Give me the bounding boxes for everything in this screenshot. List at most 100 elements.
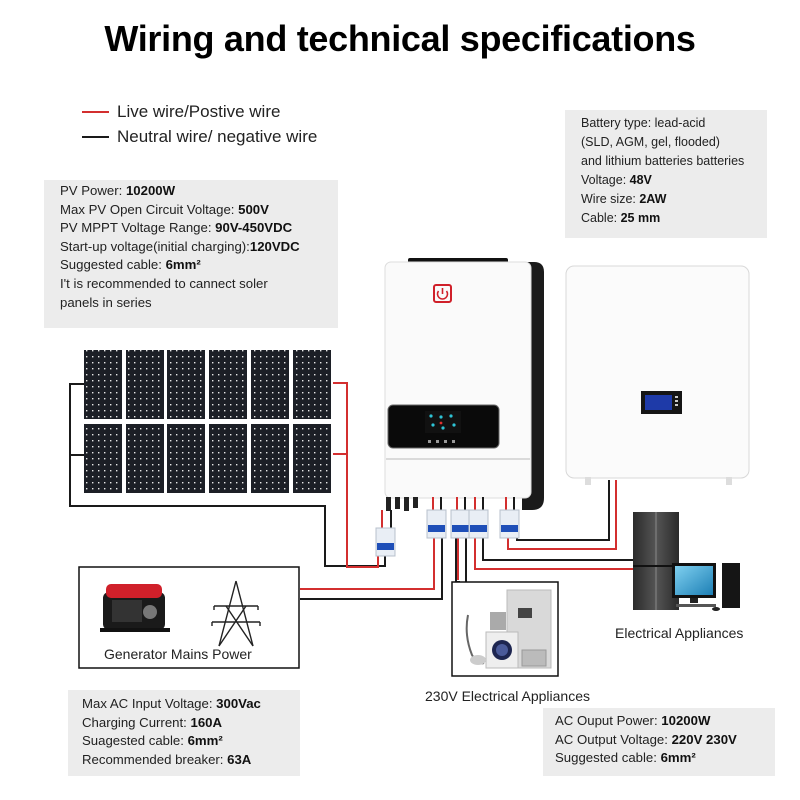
spec-value: 120VDC <box>249 238 300 254</box>
spec-value: 90V-450VDC <box>215 220 293 236</box>
battery-body <box>565 265 750 479</box>
spec-label: Voltage: <box>581 173 630 187</box>
spec-value: 6mm² <box>165 257 201 273</box>
ac-output-spec-line: AC Ouput Power: 10200W <box>555 712 775 731</box>
generator-icon <box>100 584 170 632</box>
ac-input-spec-line: Recommended breaker: 63A <box>82 751 300 770</box>
solar-panel <box>209 350 247 419</box>
legend-label: Live wire/Postive wire <box>117 102 281 121</box>
spec-label: PV MPPT Voltage Range: <box>60 220 216 236</box>
spec-label: Battery type: lead-acid <box>581 116 706 130</box>
appliances-230v-box <box>451 581 559 677</box>
legend-neutral-wire: Neutral wire/ negative wire <box>82 127 317 147</box>
circuit-breaker-icon <box>375 527 396 557</box>
spec-value: 6mm² <box>187 733 223 749</box>
lcd-indicators <box>429 414 456 430</box>
transmission-tower-icon <box>211 580 261 647</box>
pv-spec-line: PV Power: 10200W <box>60 182 338 201</box>
circuit-breaker-icon <box>450 509 471 539</box>
inverter-lcd-screen <box>425 411 461 433</box>
pv-spec-line: PV MPPT Voltage Range: 90V-450VDC <box>60 219 338 238</box>
battery-spec-line: Voltage: 48V <box>581 171 767 190</box>
spec-label: AC Ouput Power: <box>555 713 662 728</box>
ac-input-spec-line: Charging Current: 160A <box>82 714 300 733</box>
spec-value: 300Vac <box>216 696 261 711</box>
solar-panel <box>251 424 289 493</box>
spec-label: panels in series <box>60 294 152 310</box>
spec-label: Wire size: <box>581 192 640 206</box>
ac-output-spec-line: AC Output Voltage: 220V 230V <box>555 731 775 750</box>
ac-input-spec-line: Suagested cable: 6mm² <box>82 732 300 751</box>
spec-label: Max AC Input Voltage: <box>82 696 217 711</box>
pv-spec-line: panels in series <box>60 294 338 313</box>
spec-label: (SLD, AGM, gel, flooded) <box>581 135 720 149</box>
spec-label: AC Output Voltage: <box>555 731 672 747</box>
circuit-breakers <box>375 509 520 557</box>
spec-label: Charging Current: <box>82 714 191 730</box>
battery-positive-wire <box>507 480 617 550</box>
appliances-230v-caption: 230V Electrical Appliances <box>425 688 590 704</box>
spec-label: Max PV Open Circuit Voltage: <box>60 201 239 217</box>
solar-panel <box>167 424 205 493</box>
solar-panel <box>126 424 164 493</box>
circuit-breaker-icon <box>468 509 489 539</box>
spec-value: 48V <box>629 173 652 187</box>
legend-label: Neutral wire/ negative wire <box>117 127 318 146</box>
solar-panel <box>293 350 331 419</box>
spec-value: 6mm² <box>660 750 696 766</box>
pv-negative-wire <box>69 383 386 567</box>
spec-label: Start-up voltage(initial charging): <box>60 238 250 254</box>
home-appliances-icon <box>465 589 552 669</box>
ac-output-spec-line: Suggested cable: 6mm² <box>555 749 775 768</box>
electrical-appliances <box>633 512 740 611</box>
solar-array <box>84 350 331 493</box>
spec-label: I't is recommended to cannect soler <box>60 275 268 291</box>
spec-value: 63A <box>227 751 252 767</box>
appliances-caption: Electrical Appliances <box>615 625 744 641</box>
battery-spec-line: Cable: 25 mm <box>581 209 767 228</box>
spec-label: PV Power: <box>60 183 126 198</box>
battery-specs-box: Battery type: lead-acid (SLD, AGM, gel, … <box>565 110 767 238</box>
spec-label: Suggested cable: <box>60 257 166 273</box>
battery <box>565 265 750 485</box>
inverter-body <box>384 261 532 499</box>
inverter-buttons <box>428 440 455 443</box>
legend-live-wire: Live wire/Postive wire <box>82 102 280 122</box>
solar-panel <box>209 424 247 493</box>
battery-spec-line: (SLD, AGM, gel, flooded) <box>581 133 767 152</box>
spec-value: 2AW <box>639 192 667 206</box>
solar-panel <box>251 350 289 419</box>
circuit-breaker-icon <box>426 509 447 539</box>
solar-panel <box>84 350 122 419</box>
mouse-icon <box>712 607 720 611</box>
solar-panel <box>293 424 331 493</box>
spec-label: and lithium batteries batteries <box>581 154 745 168</box>
spec-value: 25 mm <box>620 211 661 225</box>
pv-spec-line: I't is recommended to cannect soler <box>60 275 338 294</box>
inverter <box>384 258 544 511</box>
spec-label: Suggested cable: <box>555 750 661 766</box>
computer-monitor-icon <box>672 563 716 607</box>
pv-connectors <box>386 497 418 511</box>
spec-value: 220V 230V <box>671 731 737 747</box>
pv-spec-line: Suggested cable: 6mm² <box>60 256 338 275</box>
spec-label: Suagested cable: <box>82 733 188 749</box>
spec-label: Recommended breaker: <box>82 751 228 767</box>
page-title: Wiring and technical specifications <box>104 18 696 59</box>
solar-panel <box>126 350 164 419</box>
ac-input-spec-line: Max AC Input Voltage: 300Vac <box>82 695 300 714</box>
neutral-wire-swatch <box>82 136 109 138</box>
battery-spec-line: and lithium batteries batteries <box>581 152 767 171</box>
computer-tower-icon <box>722 563 740 608</box>
solar-panel <box>84 424 122 493</box>
solar-panel <box>167 350 205 419</box>
spec-value: 10200W <box>125 183 176 198</box>
battery-spec-line: Wire size: 2AW <box>581 190 767 209</box>
generator-mains-box <box>78 566 300 669</box>
battery-spec-line: Battery type: lead-acid <box>581 114 767 133</box>
pv-spec-line: Start-up voltage(initial charging):120VD… <box>60 238 338 257</box>
